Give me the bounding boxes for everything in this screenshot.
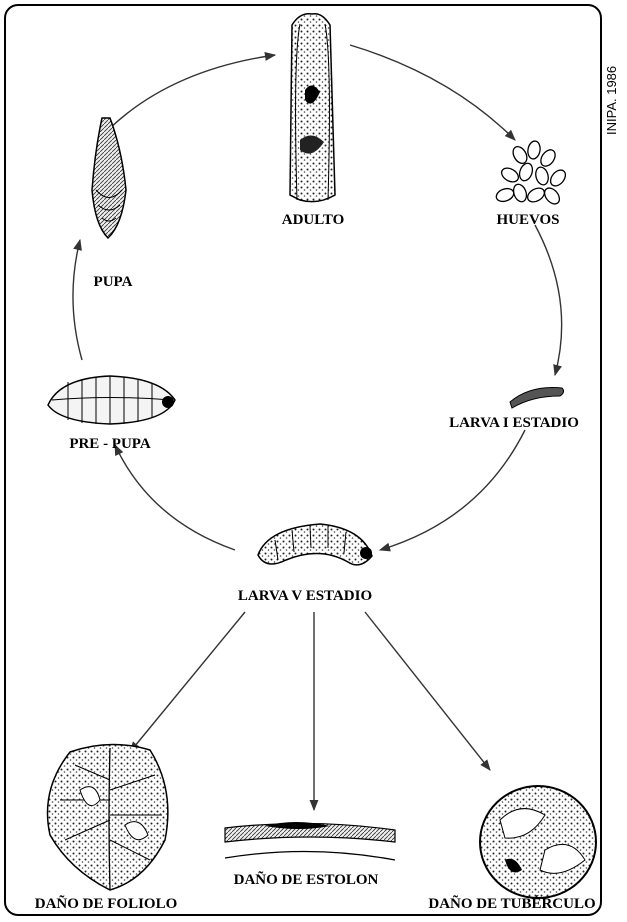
label-adulto: ADULTO — [282, 212, 345, 228]
larva-v-illustration — [258, 524, 372, 565]
label-pupa: PUPA — [94, 274, 133, 290]
label-huevos: HUEVOS — [496, 212, 559, 228]
label-pre-pupa: PRE - PUPA — [69, 436, 151, 452]
arrow-pupa-to-adulto — [108, 55, 275, 130]
tuber-damage-illustration — [480, 786, 596, 898]
stolon-damage-illustration — [225, 822, 395, 860]
pupa-illustration — [92, 118, 126, 238]
adult-moth-illustration — [290, 14, 335, 202]
arrow-adulto-to-huevos — [350, 45, 515, 140]
larva-i-illustration — [510, 388, 564, 408]
eggs-illustration — [494, 140, 568, 207]
label-larva-i-estadio: LARVA I ESTADIO — [449, 415, 579, 431]
label-larva-v-estadio: LARVA V ESTADIO — [238, 588, 372, 604]
arrow-pre-pupa-to-pupa — [73, 240, 82, 360]
arrow-to-foliolo — [130, 612, 245, 752]
label-dano-foliolo: DAÑO DE FOLIOLO — [35, 894, 178, 912]
leaf-damage-illustration — [48, 744, 168, 890]
arrow-larva-v-to-pre-pupa — [115, 445, 235, 550]
label-dano-estolon: DAÑO DE ESTOLON — [234, 870, 379, 888]
arrow-huevos-to-larva-i — [535, 225, 562, 375]
arrow-larva-i-to-larva-v — [380, 430, 525, 550]
label-dano-tuberculo: DAÑO DE TUBÉRCULO — [428, 894, 595, 912]
pre-pupa-illustration — [48, 376, 175, 424]
arrow-to-tuberculo — [365, 612, 490, 770]
